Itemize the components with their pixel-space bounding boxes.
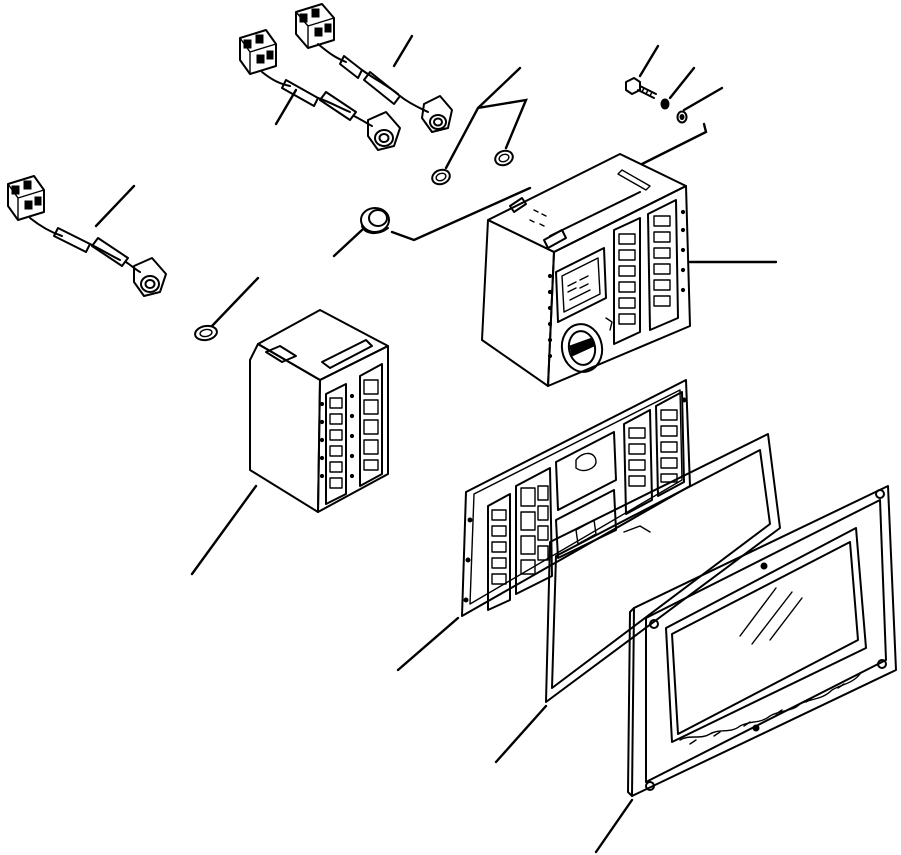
grommet (360, 207, 390, 234)
monitor-module (249, 309, 389, 513)
monitor-module (481, 153, 691, 387)
indicator-panel-board (461, 379, 691, 617)
lock-washer (660, 98, 670, 110)
o-ring (494, 149, 514, 167)
bezel-frame-with-glass (627, 485, 897, 797)
bolt (625, 77, 657, 99)
wiring-harness-connector (7, 175, 167, 297)
o-ring (431, 168, 451, 186)
washer (676, 110, 688, 124)
wiring-harness-connector (295, 3, 453, 133)
wiring-harness-connector (239, 29, 401, 151)
callout-leader-lines (94, 34, 778, 854)
gasket (545, 433, 781, 703)
o-ring (194, 324, 218, 342)
